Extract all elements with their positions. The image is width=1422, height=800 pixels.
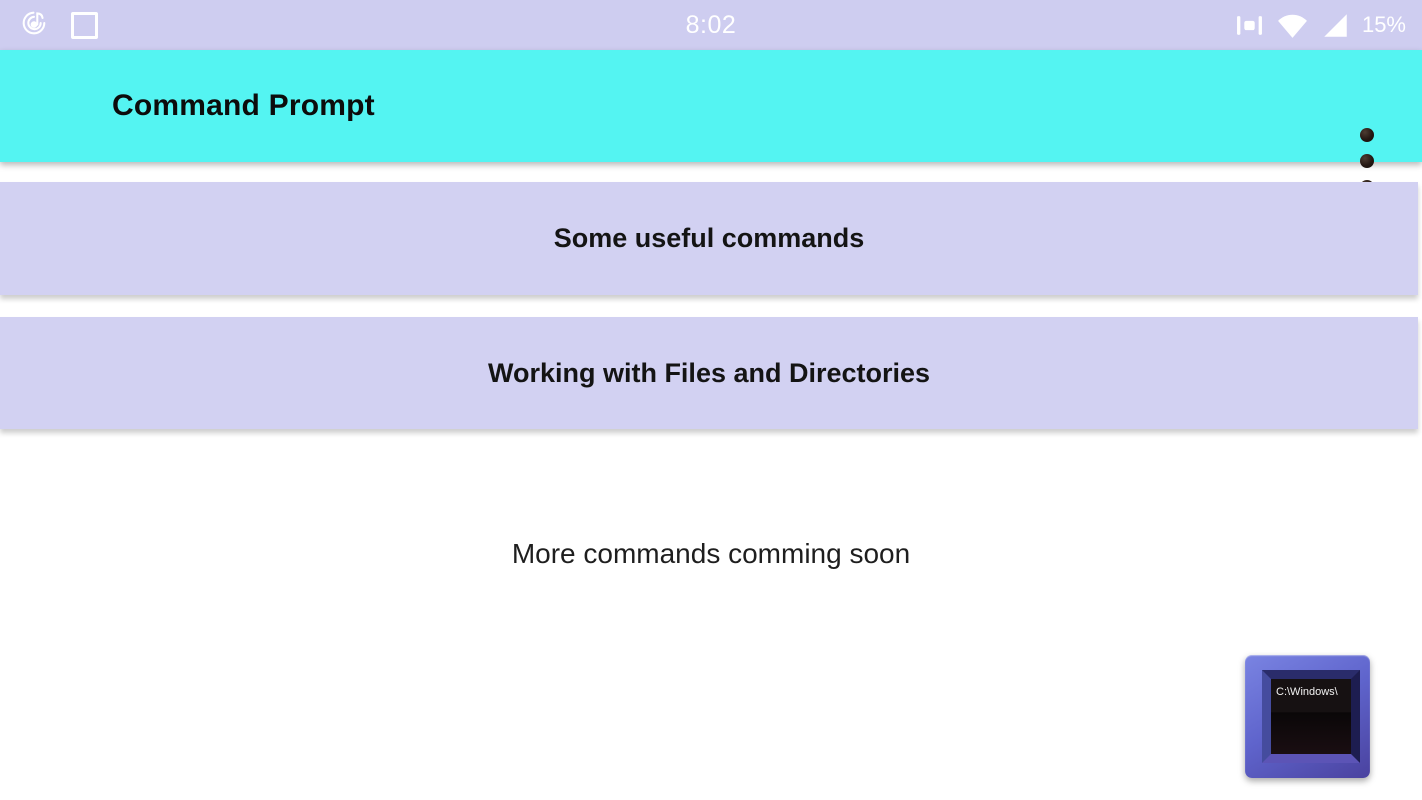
wifi-icon — [1276, 12, 1309, 39]
coming-soon-text: More commands comming soon — [511, 538, 911, 569]
page-title: Command Prompt — [112, 89, 375, 122]
app-bar: Command Prompt — [0, 50, 1422, 194]
signal-bars-icon — [1236, 13, 1263, 38]
overflow-dot — [1360, 128, 1374, 142]
status-bar-right: 15% — [1236, 0, 1406, 50]
command-prompt-path-text: C:\Windows\ — [1276, 686, 1338, 698]
command-prompt-screen: C:\Windows\ — [1262, 670, 1360, 763]
menu-item-working-with-files-and-directories[interactable]: Working with Files and Directories — [0, 317, 1418, 429]
square-notification-icon — [71, 11, 98, 39]
music-notification-icon — [18, 6, 51, 44]
menu-item-some-useful-commands[interactable]: Some useful commands — [0, 182, 1418, 295]
status-time: 8:02 — [685, 10, 737, 39]
menu-item-label: Working with Files and Directories — [487, 357, 931, 388]
battery-percent: 15% — [1361, 12, 1406, 37]
command-prompt-window-icon[interactable]: C:\Windows\ — [1245, 655, 1370, 778]
cellular-signal-icon — [1322, 12, 1349, 39]
status-bar-left — [18, 0, 98, 50]
status-bar: 8:02 15% — [0, 0, 1422, 50]
menu-item-label: Some useful commands — [553, 223, 865, 253]
overflow-dot — [1360, 154, 1374, 168]
